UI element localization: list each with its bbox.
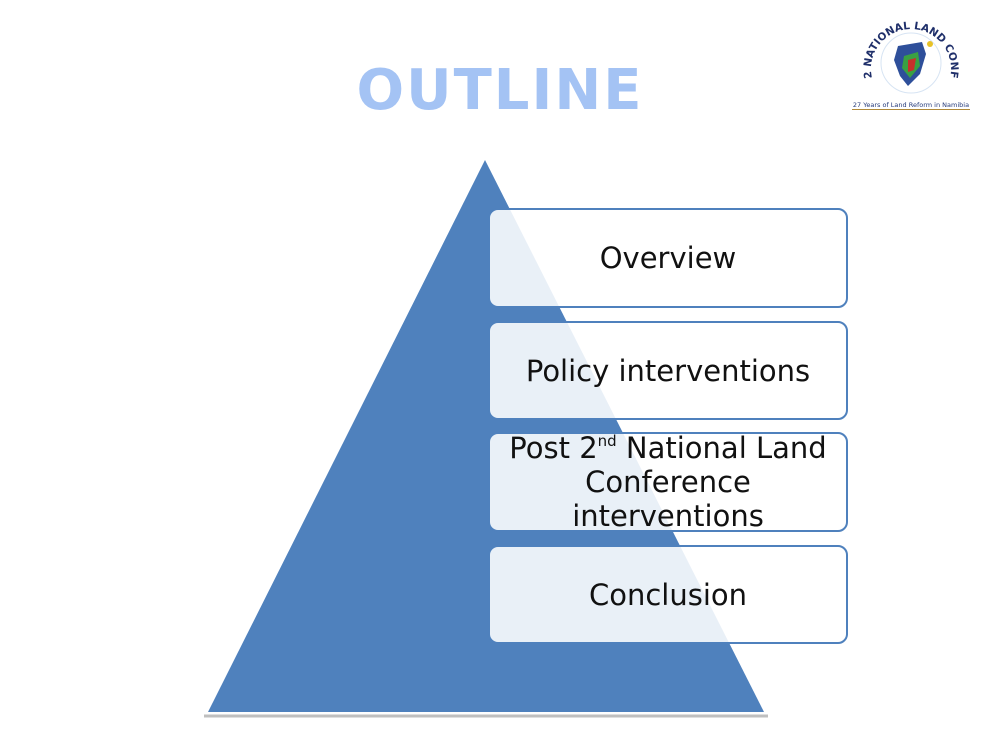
outline-item-post-conference-interventions: Post 2nd National Land Conference interv… — [488, 431, 848, 533]
outline-item-label: Policy interventions — [525, 353, 811, 388]
logo-caption: 27 Years of Land Reform in Namibia — [852, 101, 970, 110]
outline-item-conclusion: Conclusion — [488, 545, 848, 644]
outline-item-policy-interventions: Policy interventions — [488, 321, 848, 420]
conference-logo: 2 NATIONAL LAND CONFERENCE 2018 — [850, 8, 960, 94]
slide-title: OUTLINE — [356, 58, 644, 123]
outline-item-label: Conclusion — [588, 577, 748, 612]
outline-item-overview: Overview — [488, 208, 848, 308]
outline-item-label: Overview — [599, 241, 737, 275]
outline-item-label: Post 2nd National Land Conference interv… — [509, 431, 827, 533]
